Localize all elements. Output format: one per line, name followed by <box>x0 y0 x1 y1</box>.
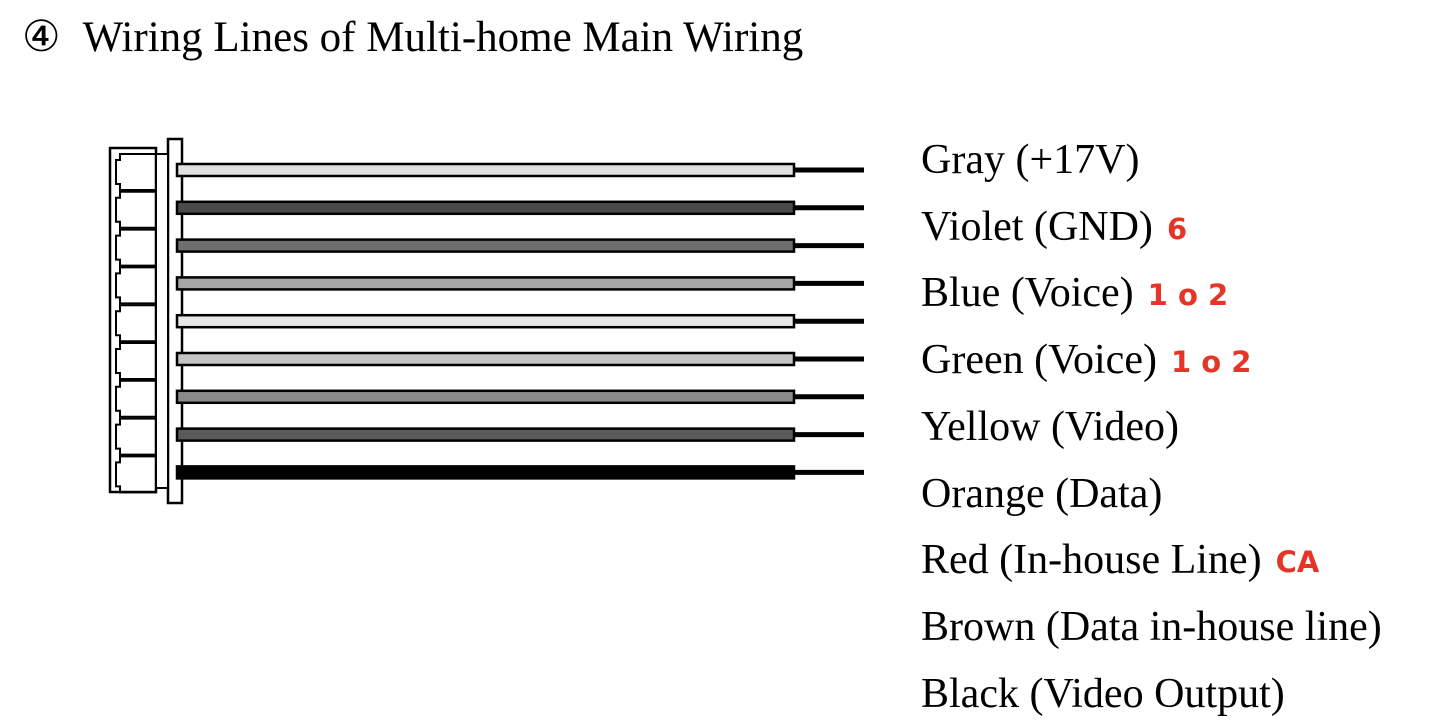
wire-label: Blue (Voice) 1 o 2 <box>921 266 1228 322</box>
wire-label: Gray (+17V) <box>921 133 1139 187</box>
wire-label-text: Blue (Voice) <box>921 270 1134 317</box>
connector-pin <box>115 455 156 494</box>
wire-insulation <box>175 200 796 216</box>
wire <box>175 313 864 329</box>
wire-bundle <box>175 162 864 480</box>
wire-label-text: Red (In-house Line) <box>921 537 1262 584</box>
connector-pins <box>115 153 156 494</box>
connector-pin <box>115 153 156 191</box>
wire <box>175 200 864 216</box>
wire-insulation <box>175 427 796 442</box>
wire-label: Green (Voice) 1 o 2 <box>921 333 1251 389</box>
wire-note: 6 <box>1166 211 1188 246</box>
wire <box>175 276 864 291</box>
wire-label: Orange (Data) <box>921 467 1162 521</box>
wire-label-text: Gray (+17V) <box>921 137 1140 183</box>
wire-label: Yellow (Video) <box>921 400 1179 454</box>
connector-pin <box>115 190 156 229</box>
title-number: ④ <box>22 14 61 61</box>
wire-insulation <box>175 313 796 329</box>
title-text: Wiring Lines of Multi-home Main Wiring <box>82 14 804 61</box>
wire-insulation <box>175 465 796 480</box>
wire-label-text: Brown (Data in-house line) <box>921 603 1382 650</box>
wire-label-text: Black (Video Output) <box>921 670 1285 717</box>
wire <box>175 427 864 442</box>
wire-note: 1 o 2 <box>1170 345 1252 380</box>
wire-label-text: Yellow (Video) <box>921 403 1180 450</box>
wire-insulation <box>175 162 796 178</box>
wire <box>175 351 864 367</box>
connector-pin <box>115 266 156 305</box>
wire-label: Brown (Data in-house line) <box>921 600 1382 654</box>
wire-label: Black (Video Output) <box>921 667 1285 721</box>
connector-pin <box>115 379 156 418</box>
connector-pin <box>115 228 156 267</box>
wire <box>175 465 864 480</box>
connector-housing <box>108 137 184 505</box>
wire-label-text: Orange (Data) <box>921 470 1163 517</box>
wire <box>175 238 864 253</box>
wire-insulation <box>175 238 796 253</box>
wire-label-text: Violet (GND) <box>921 203 1153 250</box>
connector-pin <box>115 342 156 380</box>
wire-insulation <box>175 351 796 367</box>
wire <box>175 162 864 178</box>
wire <box>175 389 864 405</box>
wire-insulation <box>175 276 796 291</box>
wire-note: CA <box>1275 545 1320 580</box>
wire-note: 1 o 2 <box>1147 278 1229 313</box>
wire-label: Violet (GND) 6 <box>921 200 1187 256</box>
page-title: ④ Wiring Lines of Multi-home Main Wiring <box>22 8 803 68</box>
wire-label-text: Green (Voice) <box>921 337 1157 384</box>
wire-label: Red (In-house Line) CA <box>921 533 1319 589</box>
wire-insulation <box>175 389 796 405</box>
connector-pin <box>115 304 156 343</box>
connector-diagram <box>108 137 864 505</box>
connector-pin <box>115 417 156 456</box>
